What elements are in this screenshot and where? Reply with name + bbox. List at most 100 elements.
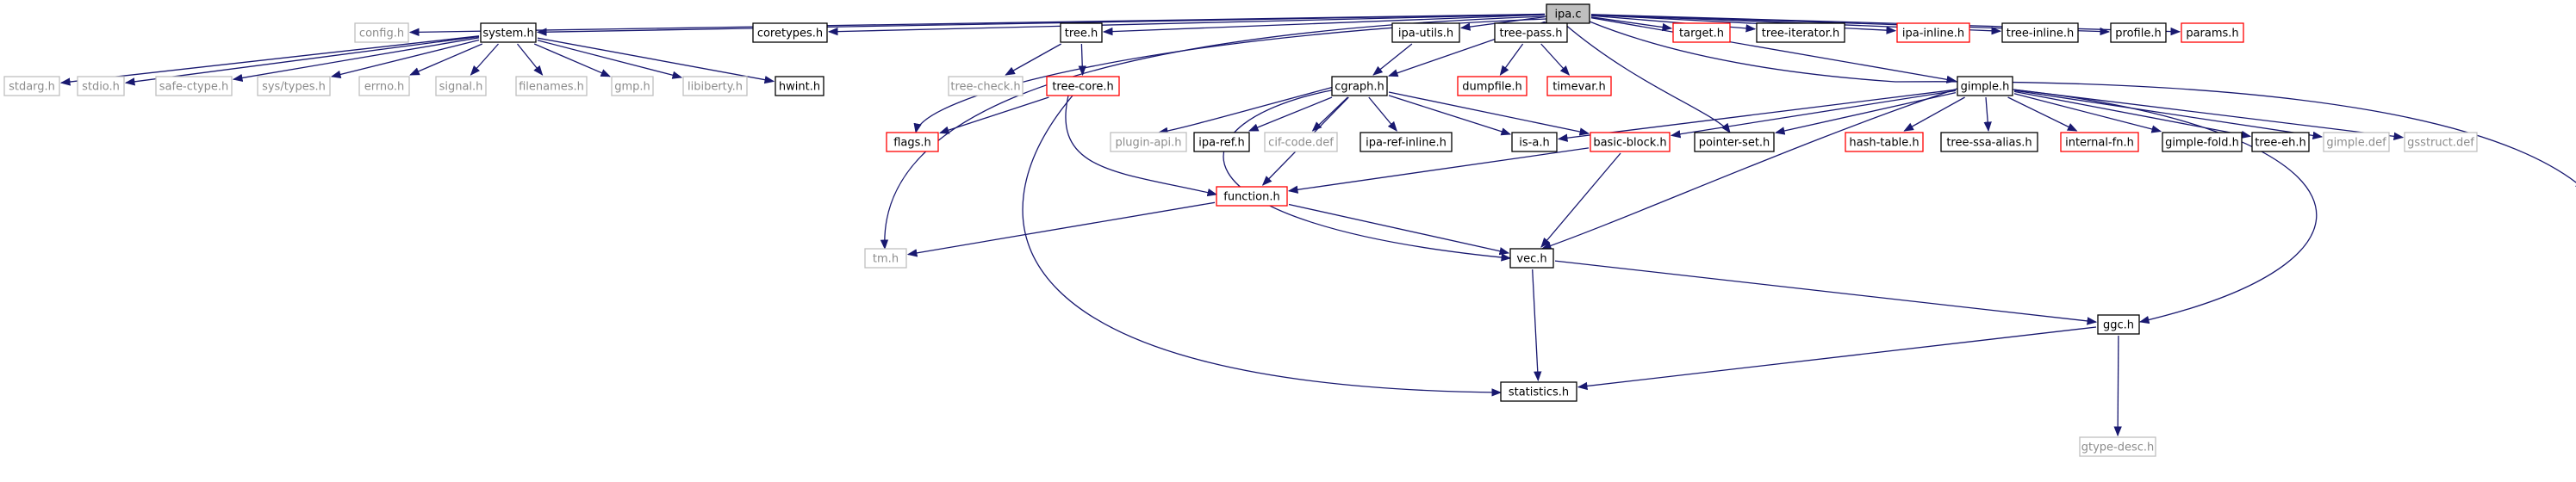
node-box	[515, 76, 588, 96]
node-box	[611, 76, 654, 96]
node-box	[1546, 76, 1612, 96]
node-box	[2060, 132, 2139, 152]
node-basic-block-h[interactable]: basic-block.h	[1590, 132, 1671, 152]
node-internal-fn-h[interactable]: internal-fn.h	[2060, 132, 2139, 152]
edge-gimple-h-to-ggc-h	[2012, 89, 2318, 324]
edge	[2007, 96, 2078, 132]
node-box	[2097, 314, 2140, 335]
node-label: cif-code.def	[1268, 137, 1334, 150]
node-box	[435, 76, 487, 96]
node-tree-iterator-h[interactable]: tree-iterator.h	[1756, 22, 1845, 43]
node-ipa-c[interactable]: ipa.c	[1546, 3, 1590, 24]
node-box	[1060, 22, 1103, 43]
edge	[1388, 95, 1512, 136]
node-signal-h: signal.h	[435, 76, 487, 96]
node-label: internal-fn.h	[2065, 137, 2134, 150]
node-flags-h[interactable]: flags.h	[886, 132, 939, 152]
node-statistics-h[interactable]: statistics.h	[1500, 381, 1577, 402]
node-tree-core-h[interactable]: tree-core.h	[1046, 76, 1120, 96]
node-box	[682, 76, 748, 96]
edge	[1078, 43, 1086, 77]
node-profile-h[interactable]: profile.h	[2110, 22, 2167, 43]
edge	[913, 18, 1547, 134]
node-tree-inline-h[interactable]: tree-inline.h	[2001, 22, 2079, 43]
node-ipa-ref-inline-h[interactable]: ipa-ref-inline.h	[1360, 132, 1453, 152]
node-label: config.h	[359, 28, 404, 40]
node-box	[1756, 22, 1845, 43]
node-box	[886, 132, 939, 152]
node-label: basic-block.h	[1593, 137, 1666, 150]
node-gsstruct-def: gsstruct.def	[2404, 132, 2478, 152]
edges-layer	[59, 13, 2576, 437]
edge-ipa-c-to-coretypes-h	[827, 14, 1546, 36]
edge-system-h-to-signal-h	[470, 43, 499, 76]
node-box	[864, 248, 907, 269]
edge-function-h-to-tm-h	[906, 201, 1216, 257]
node-function-h[interactable]: function.h	[1216, 186, 1288, 207]
edge-gimple-h-to-internal-fn-h	[2007, 96, 2078, 132]
node-gimple-h[interactable]: gimple.h	[1957, 76, 2013, 96]
edge	[1983, 96, 1992, 133]
node-box	[1672, 22, 1731, 43]
node-timevar-h[interactable]: timevar.h	[1546, 76, 1612, 96]
edge-cgraph-h-to-vec-h	[1223, 89, 1512, 262]
node-box	[2110, 22, 2167, 43]
node-ipa-inline-h[interactable]: ipa-inline.h	[1896, 22, 1970, 43]
node-gimple-fold-h[interactable]: gimple-fold.h	[2162, 132, 2243, 152]
node-box	[1546, 3, 1590, 24]
edge	[537, 40, 683, 79]
node-ipa-ref-h[interactable]: ipa-ref.h	[1193, 132, 1250, 152]
node-label: ipa-inline.h	[1902, 28, 1964, 40]
node-cgraph-h[interactable]: cgraph.h	[1331, 76, 1388, 96]
node-config-h: config.h	[354, 22, 409, 43]
node-box	[1110, 132, 1187, 152]
node-box	[358, 76, 410, 96]
node-system-h[interactable]: system.h	[480, 22, 537, 43]
node-label: tree-pass.h	[1500, 28, 1563, 40]
node-params-h[interactable]: params.h	[2181, 22, 2244, 43]
edge	[1005, 43, 1062, 76]
node-coretypes-h[interactable]: coretypes.h	[752, 22, 828, 43]
node-hwint-h[interactable]: hwint.h	[775, 76, 824, 96]
node-dumpfile-h[interactable]: dumpfile.h	[1457, 76, 1528, 96]
node-box	[1590, 132, 1671, 152]
edge	[124, 35, 480, 86]
edge-system-h-to-stdarg-h	[59, 35, 480, 86]
node-vec-h[interactable]: vec.h	[1509, 248, 1554, 269]
node-label: pointer-set.h	[1699, 137, 1770, 150]
node-label: stdarg.h	[9, 81, 55, 94]
edge-gimple-h-to-hash-table-h	[1903, 96, 1965, 132]
node-target-h[interactable]: target.h	[1672, 22, 1731, 43]
edge-cgraph-h-to-is-a-h	[1388, 95, 1512, 136]
node-label: flags.h	[893, 137, 931, 150]
edge	[2013, 90, 2252, 139]
edge-ipa-c-to-gimple-h	[1590, 17, 1957, 83]
node-is-a-h[interactable]: is-a.h	[1511, 132, 1558, 152]
node-label: tree-ssa-alias.h	[1946, 137, 2032, 150]
node-tree-h[interactable]: tree.h	[1060, 22, 1103, 43]
edge-system-h-to-stdio-h	[124, 35, 480, 86]
edge	[2013, 90, 2324, 140]
node-tree-pass-h[interactable]: tree-pass.h	[1494, 22, 1568, 43]
edge	[1022, 95, 1503, 397]
edge	[533, 43, 612, 77]
node-stdio-h: stdio.h	[77, 76, 125, 96]
node-ipa-utils-h[interactable]: ipa-utils.h	[1391, 22, 1460, 43]
edge-system-h-to-safe-ctype-h	[232, 37, 480, 83]
node-pointer-set-h[interactable]: pointer-set.h	[1694, 132, 1775, 152]
edge-gimple-h-to-tree-eh-h	[2013, 90, 2252, 139]
node-tree-ssa-alias-h[interactable]: tree-ssa-alias.h	[1940, 132, 2038, 152]
node-libiberty-h: libiberty.h	[682, 76, 748, 96]
node-label: safe-ctype.h	[159, 81, 229, 94]
edge-basic-block-h-to-vec-h	[1540, 152, 1621, 248]
node-label: plugin-api.h	[1115, 137, 1181, 150]
edge	[2013, 93, 2162, 133]
edge	[1670, 90, 1957, 139]
edge-vec-h-to-statistics-h	[1532, 269, 1542, 382]
edge-ggc-h-to-gtype-desc-h	[2113, 335, 2122, 437]
node-hash-table-h[interactable]: hash-table.h	[1845, 132, 1924, 152]
node-tree-eh-h[interactable]: tree-eh.h	[2251, 132, 2310, 152]
edge-tree-h-to-tree-core-h	[1078, 43, 1086, 77]
node-ggc-h[interactable]: ggc.h	[2097, 314, 2140, 335]
edge	[1368, 96, 1397, 132]
